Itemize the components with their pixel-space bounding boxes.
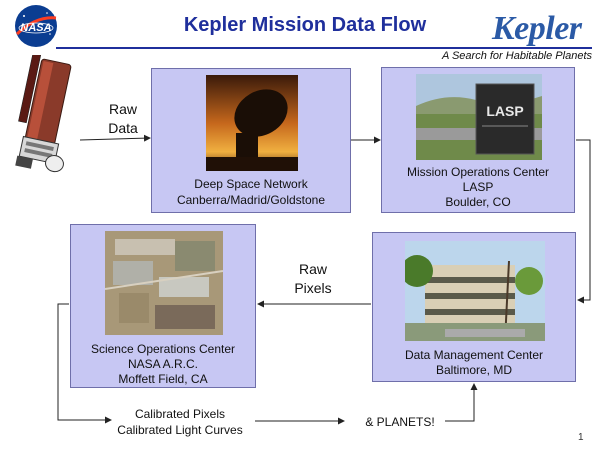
- edge-label-raw-data-line1: Raw: [108, 101, 137, 117]
- aerial-campus-photo-icon: [105, 231, 223, 335]
- dish-antenna-photo-icon: [206, 75, 298, 171]
- page-number: 1: [578, 432, 584, 443]
- node-moc-line2: LASP: [462, 180, 494, 194]
- kepler-logo: Kepler: [492, 10, 582, 47]
- planets-label: & PLANETS!: [365, 415, 435, 429]
- calibrated-products: Calibrated Pixels Calibrated Light Curve…: [100, 406, 260, 438]
- arrow-moc-to-dmc: [576, 139, 591, 304]
- arrow-soc-to-calibrated: [57, 303, 112, 424]
- lasp-sign-text: LASP: [486, 103, 523, 119]
- lasp-building-photo-icon: LASP: [416, 74, 542, 160]
- calibrated-pixels-label: Calibrated Pixels: [134, 407, 226, 421]
- node-moc-line3: Boulder, CO: [445, 195, 511, 209]
- node-soc-line2: NASA A.R.C.: [127, 357, 199, 371]
- arrow-spacecraft-to-dsn: [79, 134, 151, 142]
- edge-label-raw-pixels-line1: Raw: [298, 261, 327, 277]
- header-divider: [56, 47, 592, 49]
- node-deep-space-network: Deep Space Network Canberra/Madrid/Golds…: [151, 68, 351, 213]
- node-dmc-line2: Baltimore, MD: [435, 363, 512, 377]
- edge-label-raw-data: Raw Data: [98, 100, 148, 138]
- node-mission-operations-center: LASP Mission Operations Center LASP Boul…: [381, 67, 575, 213]
- edge-label-raw-pixels: Raw Pixels: [288, 260, 338, 298]
- node-dsn-line1: Deep Space Network: [194, 177, 308, 191]
- node-dmc-line1: Data Management Center: [404, 348, 544, 362]
- node-moc-line1: Mission Operations Center: [406, 165, 550, 179]
- kepler-spacecraft-icon: [12, 52, 82, 180]
- node-science-operations-center: Science Operations Center NASA A.R.C. Mo…: [70, 224, 256, 388]
- office-building-photo-icon: [405, 241, 545, 341]
- nasa-logo-text: NASA: [20, 22, 51, 34]
- node-soc-line1: Science Operations Center: [90, 342, 236, 356]
- tagline: A Search for Habitable Planets: [441, 50, 592, 62]
- arrow-planets-to-dmc: [445, 383, 478, 422]
- calibrated-light-curves-label: Calibrated Light Curves: [117, 423, 243, 437]
- edge-label-raw-data-line2: Data: [108, 120, 138, 136]
- edge-label-raw-pixels-line2: Pixels: [294, 280, 332, 296]
- node-dsn-line2: Canberra/Madrid/Goldstone: [176, 193, 326, 207]
- node-data-management-center: Data Management Center Baltimore, MD: [372, 232, 576, 382]
- page-title: Kepler Mission Data Flow: [183, 14, 427, 36]
- nasa-logo-icon: NASA: [14, 4, 58, 48]
- node-soc-line3: Moffett Field, CA: [118, 372, 208, 386]
